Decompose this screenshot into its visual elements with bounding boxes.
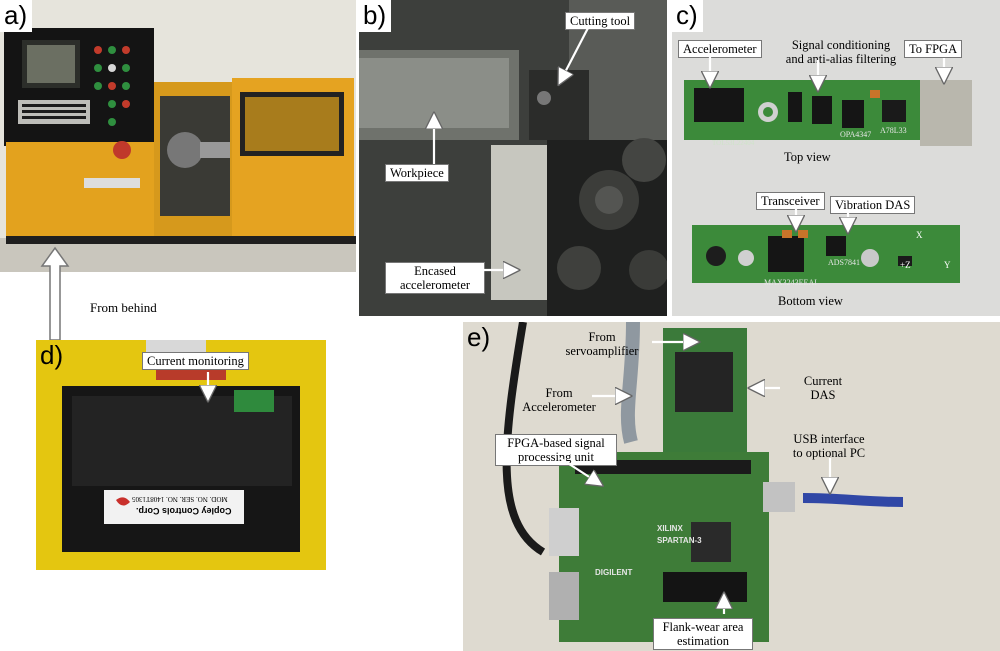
usb-interface-caption: USB interface to optional PC [781,432,877,460]
from-behind-caption: From behind [90,300,157,315]
fpga-line-1: FPGA-based signal [507,436,605,450]
board-text-xilinx: XILINX [657,524,683,533]
from-accelerometer-caption: From Accelerometer [511,386,607,414]
encased-accelerometer-caption: Encased accelerometer [385,262,485,294]
current-das-caption: Current DAS [783,374,863,402]
flank-line-1: Flank-wear area [662,620,744,634]
accel-line-1: From [545,386,573,400]
fpga-unit-caption: FPGA-based signal processing unit [495,434,617,466]
usb-line-2: to optional PC [792,446,866,460]
flank-wear-caption: Flank-wear area estimation [653,618,753,650]
from-servoamplifier-caption: From servoamplifier [549,330,655,358]
axis-z-label: +Z [900,260,911,270]
top-view-caption: Top view [784,150,831,164]
transceiver-caption: Transceiver [756,192,825,210]
panel-b-label: b) [359,0,392,32]
signal-line-2: and anti-alias filtering [785,52,897,66]
panel-a-label: a) [0,0,33,32]
encased-line-1: Encased [414,264,456,278]
panel-a-lathe-photo: a) [0,0,356,272]
lathe-illustration [0,0,356,272]
chip-marking-ads: ADS7841 [828,258,861,267]
das-line-1: Current [803,374,843,388]
board-text-spartan: SPARTAN-3 [657,536,702,545]
chip-marking-tol: TOL53L22404 [712,139,755,147]
servo-line-2: servoamplifier [565,344,639,358]
panel-c-pcb-photo: c) Accelerometer Signal conditioning and… [672,0,1000,316]
accelerometer-caption: Accelerometer [678,40,762,58]
servo-line-1: From [588,330,616,344]
fpga-line-2: processing unit [517,450,595,464]
accel-line-2: Accelerometer [522,400,596,414]
current-monitoring-caption: Current monitoring [142,352,249,370]
to-fpga-caption: To FPGA [904,40,963,58]
panel-e-label: e) [463,322,496,354]
chip-marking-a78: A78L33 [880,126,907,135]
panel-d-amplifier-photo: d) Current monitoring Copley Controls Co… [36,340,326,570]
vibration-das-caption: Vibration DAS [830,196,916,214]
axis-x-label: X [916,230,923,240]
workpiece-caption: Workpiece [385,164,449,182]
cutting-tool-caption: Cutting tool [565,12,636,30]
flank-line-2: estimation [676,634,730,648]
amplifier-illustration [36,340,326,570]
signal-conditioning-caption: Signal conditioning and anti-alias filte… [776,38,906,66]
usb-line-1: USB interface [793,432,865,446]
encased-line-2: accelerometer [399,278,471,292]
panel-c-label: c) [672,0,703,32]
board-text-digilent: DIGILENT [595,568,633,577]
das-line-2: DAS [810,388,836,402]
chip-marking-opa: OPA4347 [840,130,872,139]
panel-d-label: d) [36,340,69,372]
chip-marking-max: MAX3243EEAI [764,278,817,287]
bottom-view-caption: Bottom view [778,294,843,308]
axis-y-label: Y [944,260,951,270]
signal-line-1: Signal conditioning [791,38,891,52]
